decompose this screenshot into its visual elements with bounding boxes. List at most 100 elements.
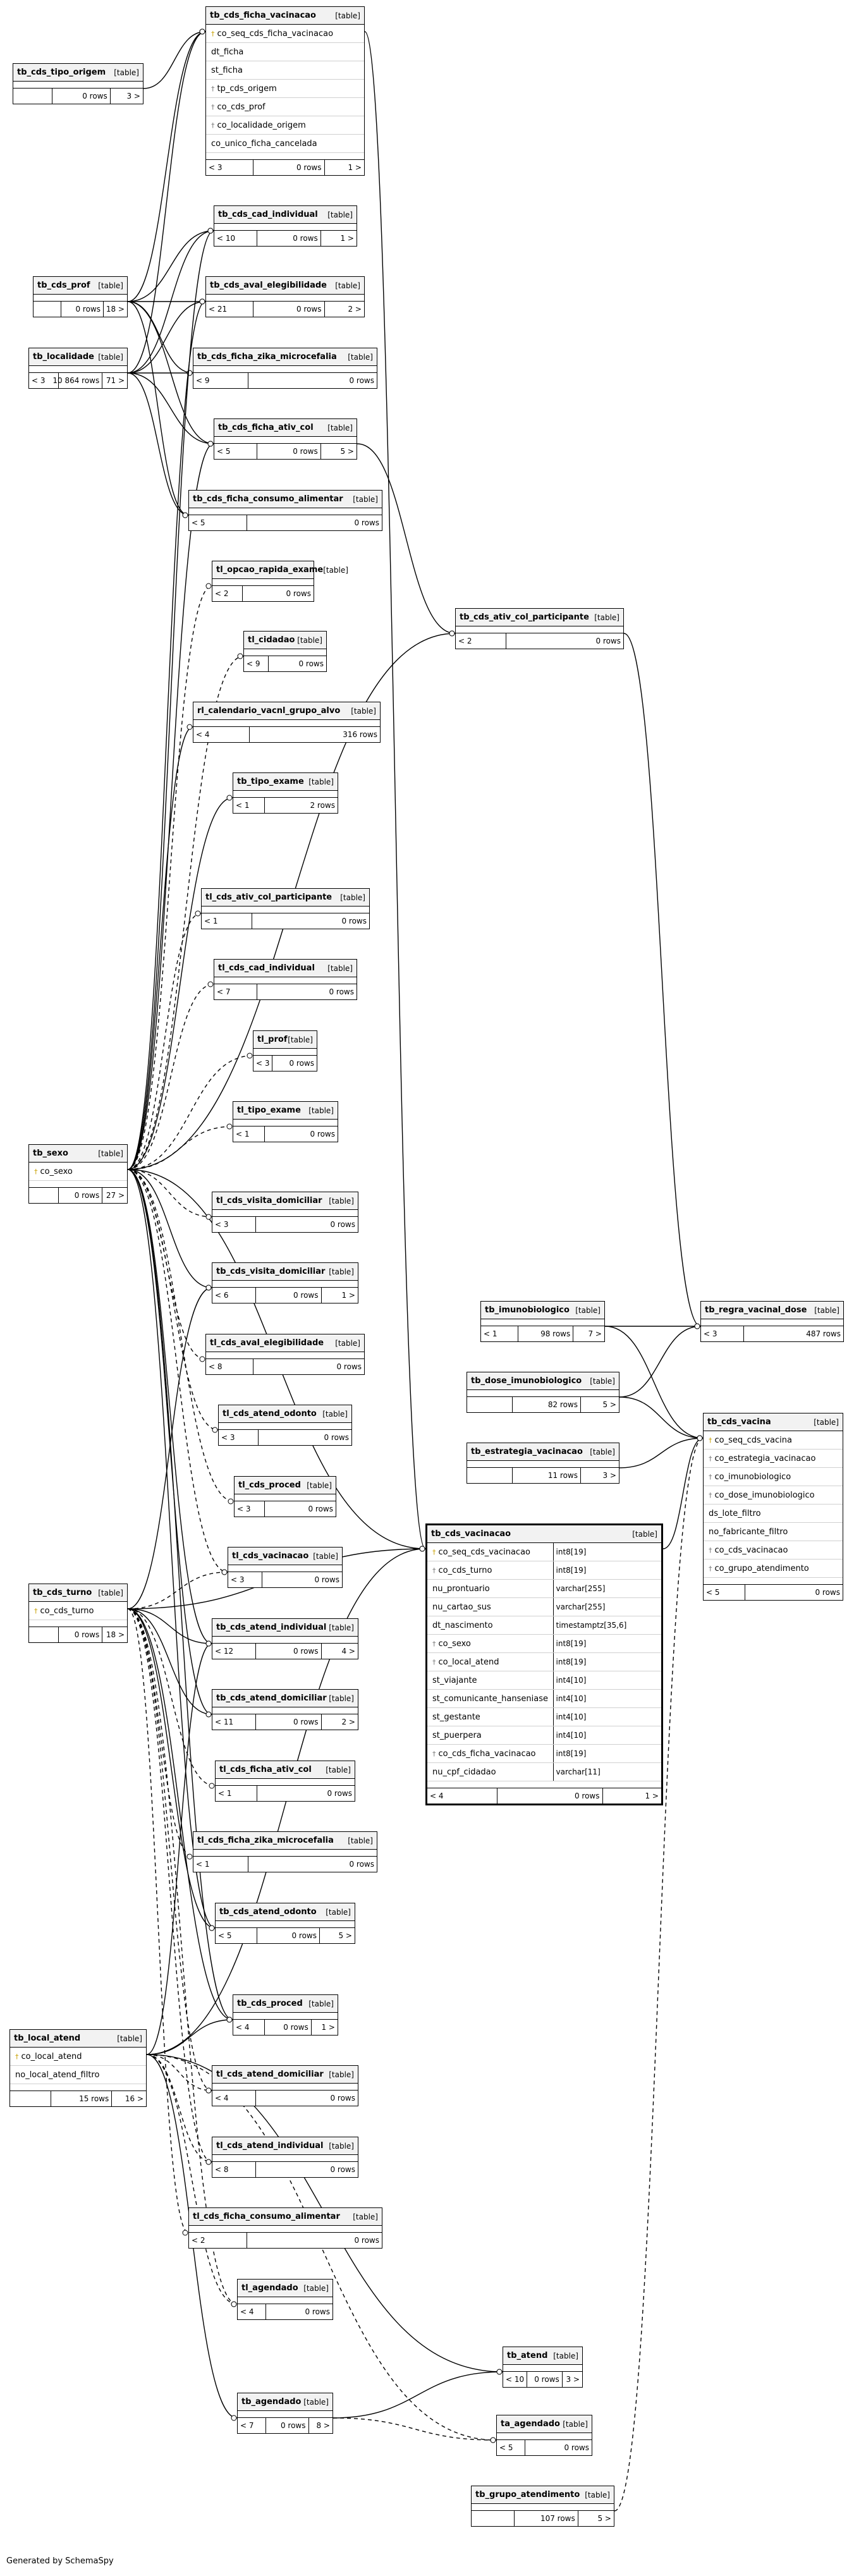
parents-count[interactable]: < 8 — [212, 2162, 256, 2177]
table-name[interactable]: tb_localidade — [33, 352, 94, 362]
parents-count[interactable] — [467, 1468, 513, 1483]
table-name[interactable]: tb_agendado — [241, 2397, 302, 2407]
parents-count[interactable]: < 11 — [212, 1714, 256, 1730]
parents-count[interactable]: < 1 — [202, 913, 252, 929]
column-row[interactable]: †co_local_atend — [10, 2048, 146, 2066]
table-name[interactable]: tl_tipo_exame — [237, 1106, 301, 1115]
column-row[interactable]: no_local_atend_filtro — [10, 2066, 146, 2084]
children-count[interactable]: 7 > — [588, 1329, 602, 1338]
table-name[interactable]: tb_cds_atend_odonto — [219, 1907, 317, 1917]
column-row[interactable]: ds_lote_filtro — [704, 1505, 843, 1523]
children-count[interactable]: 5 > — [602, 1400, 616, 1409]
parents-count[interactable]: < 3 — [228, 1572, 262, 1587]
parents-count[interactable]: < 7 — [238, 2418, 266, 2433]
table-name[interactable]: tb_cds_prof — [37, 281, 90, 290]
parents-count[interactable]: < 8 — [206, 1359, 253, 1374]
parents-count[interactable]: < 1 — [233, 798, 265, 813]
parents-count[interactable]: < 5 — [704, 1585, 745, 1600]
children-count[interactable]: 2 > — [341, 1718, 355, 1726]
table-rl-calendario-vacnl-grupo-alvo[interactable]: rl_calendario_vacnl_grupo_alvo[table]< 4… — [193, 702, 381, 743]
column-row[interactable]: †co_cds_turno — [29, 1602, 127, 1620]
parents-count[interactable]: < 2 — [456, 633, 506, 649]
table-tb-cds-ficha-consumo-alimentar[interactable]: tb_cds_ficha_consumo_alimentar[table]< 5… — [188, 490, 382, 531]
parents-count[interactable]: < 3 — [701, 1326, 744, 1341]
parents-count[interactable] — [10, 2091, 51, 2106]
column-row[interactable]: †co_dose_imunobiologico — [704, 1486, 843, 1505]
parents-count[interactable]: < 3 — [206, 160, 253, 175]
parents-count[interactable]: < 3 — [219, 1430, 259, 1445]
parents-count[interactable]: < 2 — [212, 586, 243, 601]
table-name[interactable]: tb_cds_turno — [33, 1588, 92, 1597]
table-name[interactable]: tb_regra_vacinal_dose — [705, 1305, 807, 1315]
table-name[interactable]: tb_dose_imunobiologico — [471, 1376, 582, 1386]
parents-count[interactable]: < 10 — [214, 231, 257, 246]
column-row[interactable]: no_fabricante_filtro — [704, 1523, 843, 1541]
children-count[interactable]: 5 > — [597, 2514, 611, 2523]
parents-count[interactable] — [34, 302, 62, 317]
table-name[interactable]: tb_cds_ficha_ativ_col — [218, 423, 314, 432]
parents-count[interactable]: < 4 — [212, 2091, 256, 2106]
table-tb-cds-vacinacao[interactable]: tb_cds_vacinacao[table]†co_seq_cds_vacin… — [425, 1523, 663, 1805]
column-row[interactable]: †tp_cds_origem — [206, 80, 364, 98]
column-row[interactable]: †co_seq_cds_ficha_vacinacao — [206, 25, 364, 43]
column-row[interactable]: †co_localidade_origem — [206, 116, 364, 135]
parents-count[interactable]: < 4 — [193, 727, 250, 742]
children-count[interactable]: 71 > — [106, 376, 125, 385]
children-count[interactable]: 4 > — [341, 1647, 355, 1656]
children-count[interactable]: 18 > — [106, 305, 125, 314]
table-name[interactable]: tl_cds_atend_individual — [216, 2141, 324, 2151]
children-count[interactable]: 16 > — [125, 2094, 143, 2103]
table-name[interactable]: tl_cds_ficha_zika_microcefalia — [197, 1836, 334, 1845]
table-name[interactable]: tl_cds_ficha_ativ_col — [219, 1765, 312, 1774]
parents-count[interactable]: < 3 — [29, 373, 59, 388]
column-row[interactable]: st_ficha — [206, 61, 364, 80]
table-name[interactable]: tl_agendado — [241, 2283, 298, 2293]
table-tl-cds-ficha-consumo-alimentar[interactable]: tl_cds_ficha_consumo_alimentar[table]< 2… — [188, 2207, 382, 2249]
parents-count[interactable]: < 21 — [206, 302, 253, 317]
parents-count[interactable] — [467, 1397, 513, 1412]
parents-count[interactable] — [29, 1627, 59, 1642]
parents-count[interactable]: < 5 — [214, 444, 257, 459]
table-tb-cds-ficha-vacinacao[interactable]: tb_cds_ficha_vacinacao[table]†co_seq_cds… — [205, 6, 365, 176]
table-name[interactable]: tb_cds_ficha_zika_microcefalia — [197, 352, 337, 362]
parents-count[interactable]: < 12 — [212, 1644, 256, 1659]
column-row[interactable]: †co_cds_vacinacao — [704, 1541, 843, 1560]
column-row[interactable]: †co_cds_prof — [206, 98, 364, 116]
table-name[interactable]: tb_estrategia_vacinacao — [471, 1447, 583, 1456]
table-tl-cds-ficha-zika-microcefalia[interactable]: tl_cds_ficha_zika_microcefalia[table]< 1… — [193, 1831, 377, 1872]
parents-count[interactable]: < 3 — [212, 1217, 256, 1232]
table-name[interactable]: tl_cds_ativ_col_participante — [205, 893, 332, 902]
children-count[interactable]: 1 > — [340, 234, 354, 243]
parents-count[interactable]: < 5 — [497, 2440, 525, 2455]
table-name[interactable]: tb_cds_atend_individual — [216, 1623, 327, 1632]
parents-count[interactable] — [472, 2511, 515, 2526]
